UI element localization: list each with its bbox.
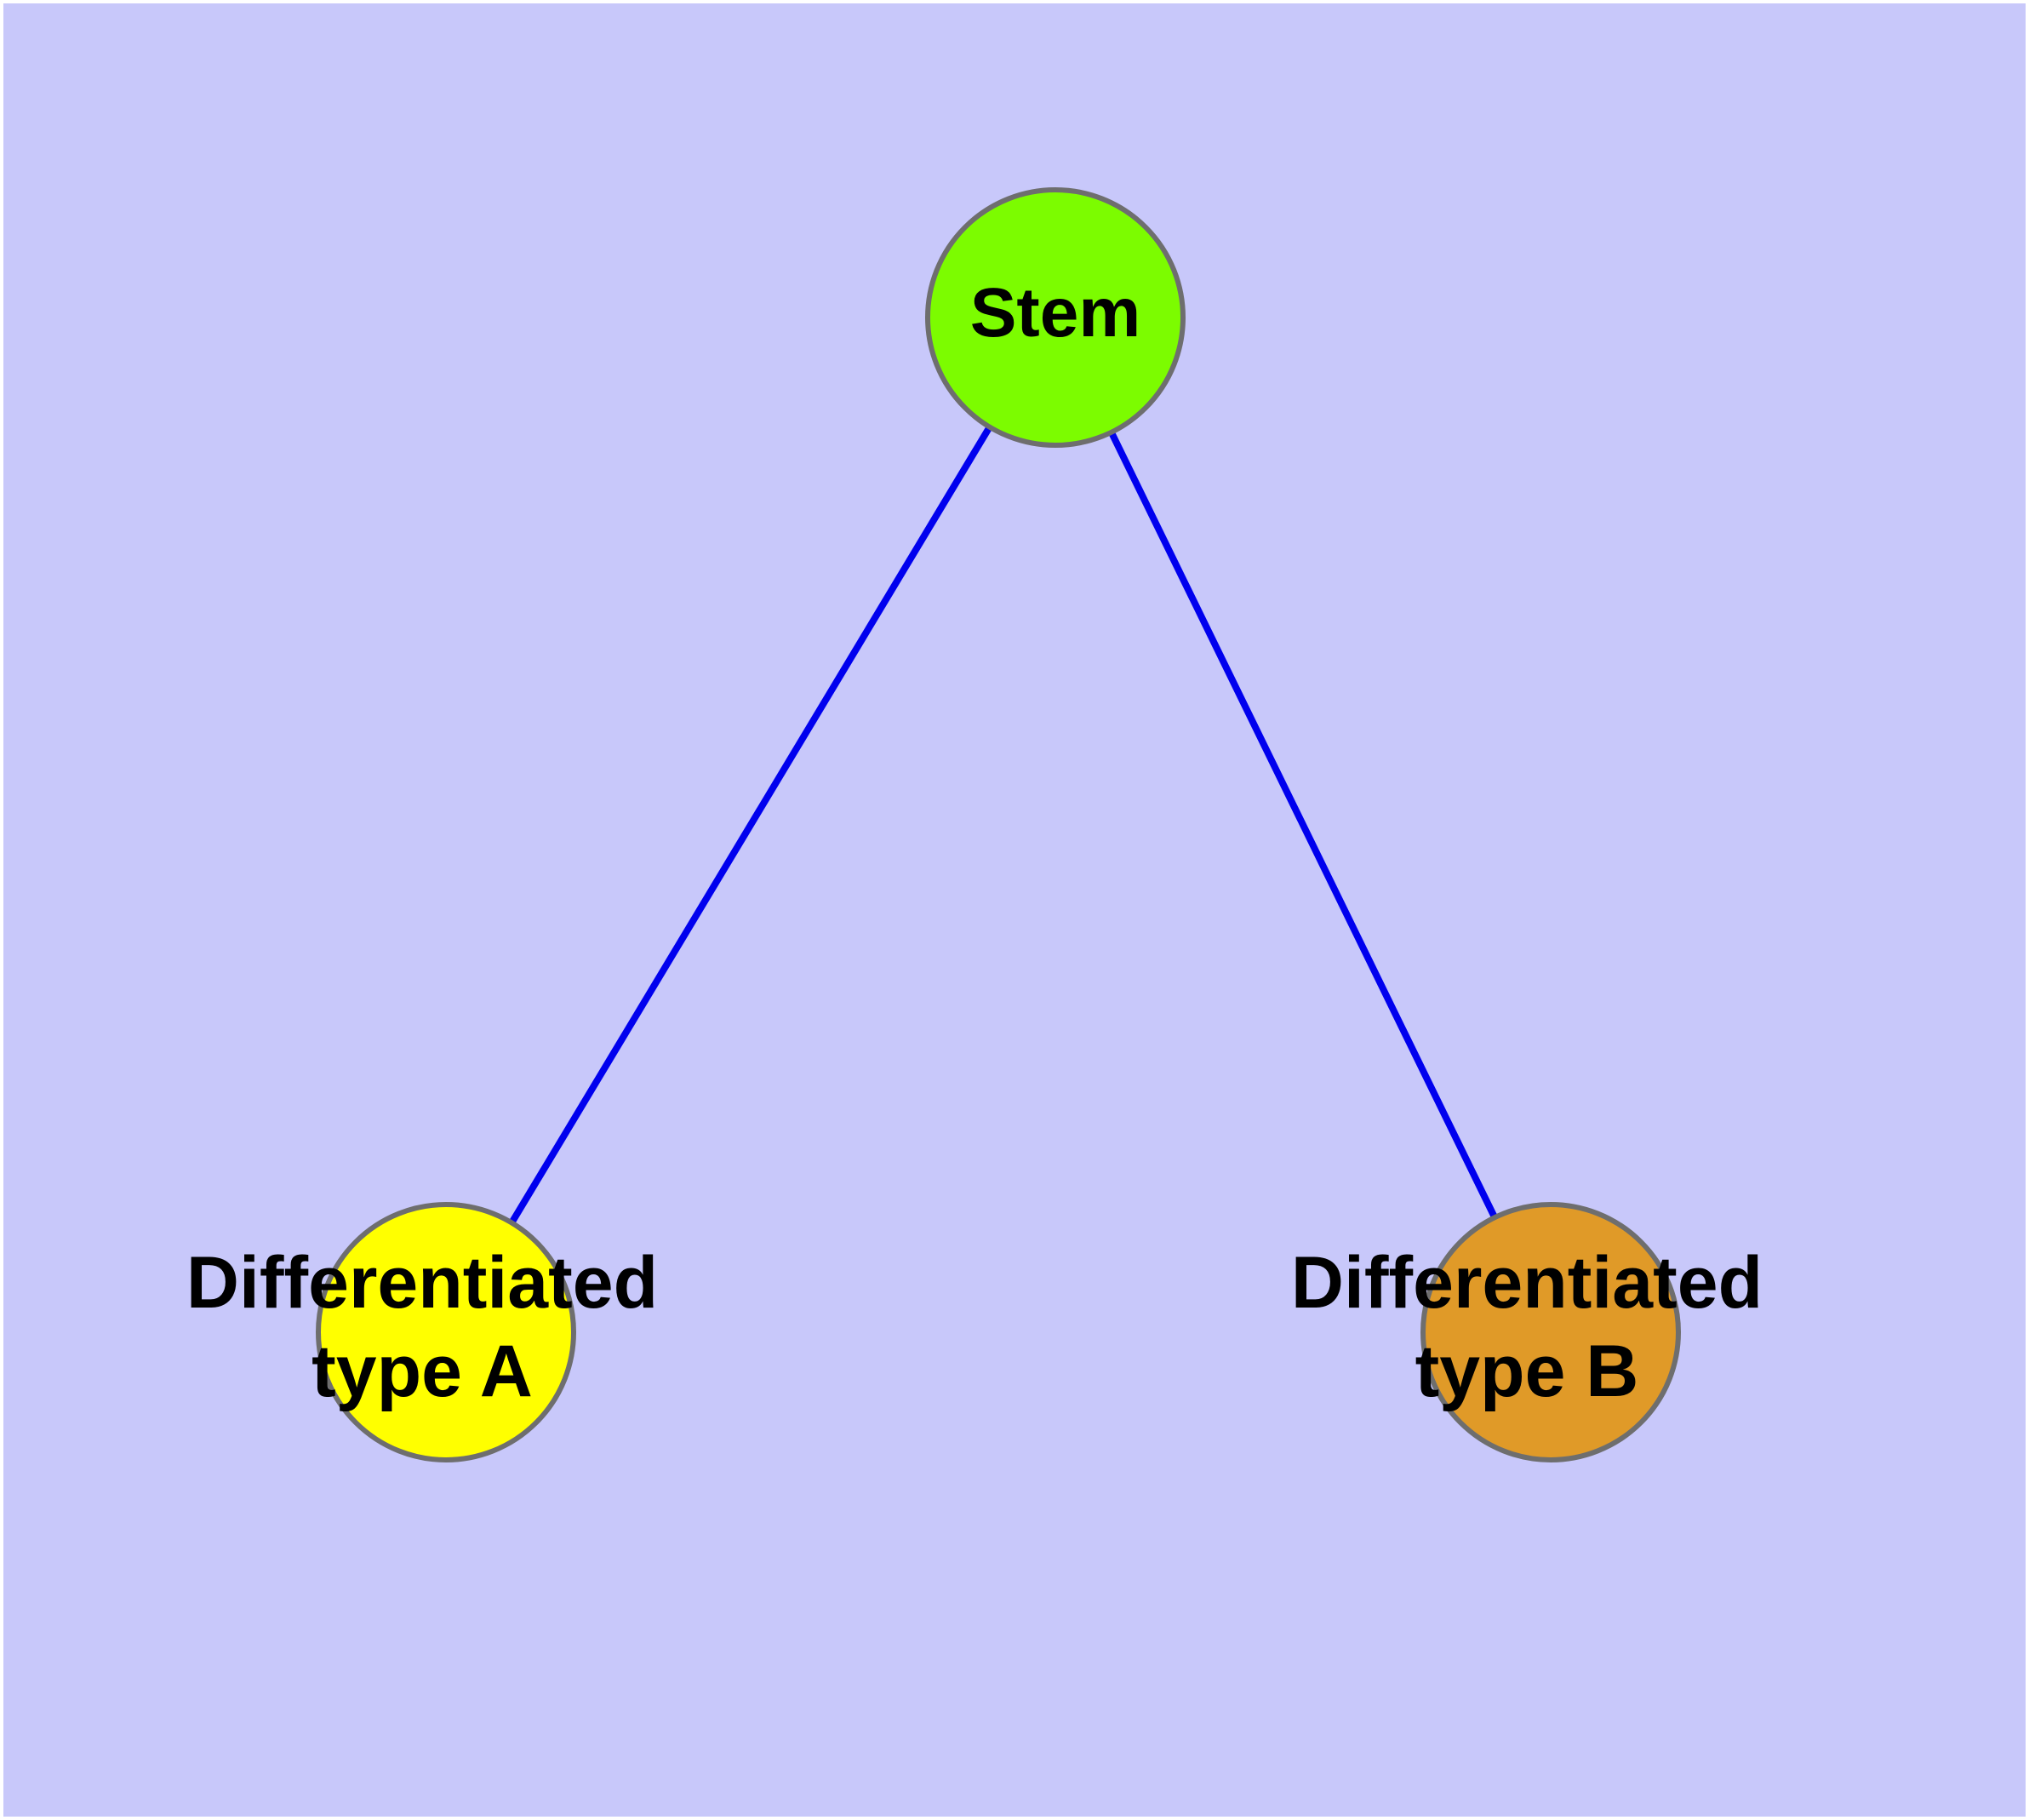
edge-stem-diff-a [507,422,994,1228]
node-diff_a[interactable] [316,1202,576,1462]
nodes-group [316,187,1681,1462]
edge-stem-diff-b [1106,428,1500,1222]
node-label-stem: Stem [970,274,1141,352]
node-label-line: Differentiated [186,1242,658,1324]
node-label-line: Differentiated [1291,1242,1763,1324]
node-label-line: type A [311,1331,533,1412]
edges-group [507,422,1500,1228]
node-label-line: Stem [970,274,1141,352]
node-diff_b[interactable] [1420,1202,1681,1462]
node-label-line: type B [1415,1331,1639,1412]
node-stem[interactable] [925,187,1186,448]
